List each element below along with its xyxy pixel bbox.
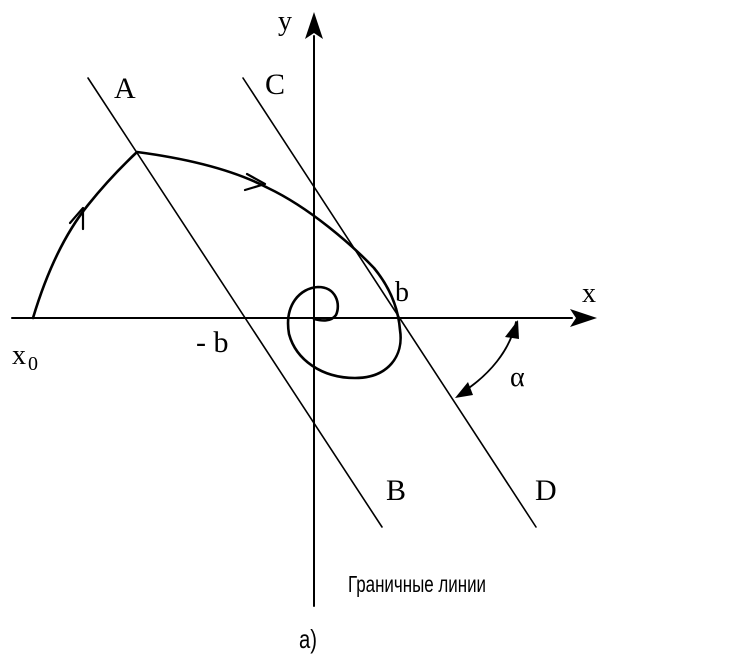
trajectory-arrow-icon — [68, 206, 85, 231]
label-b-line: B — [386, 474, 406, 507]
label-minus-b: - b — [196, 326, 229, 359]
phase-trajectory — [31, 150, 402, 380]
angle-arrow-icon — [455, 382, 473, 398]
label-a: A — [114, 72, 136, 105]
figure-label: а) — [299, 624, 317, 654]
label-b-point: b — [395, 277, 409, 308]
x-axis-arrow-icon — [570, 309, 597, 327]
label-d: D — [535, 474, 557, 507]
label-x0-main: x — [12, 340, 26, 371]
label-c: C — [265, 68, 285, 101]
label-x0-sub: 0 — [28, 353, 38, 375]
boundary-line-cd — [242, 77, 537, 528]
angle-arrow-icon — [505, 320, 519, 339]
y-axis-arrow-icon — [305, 12, 323, 39]
label-alpha: α — [510, 362, 525, 393]
trajectory-arrow-icon — [243, 172, 267, 192]
y-axis-label: y — [278, 6, 292, 37]
caption-boundary-lines: Граничные линии — [348, 571, 486, 597]
x-axis-label: x — [582, 278, 596, 309]
